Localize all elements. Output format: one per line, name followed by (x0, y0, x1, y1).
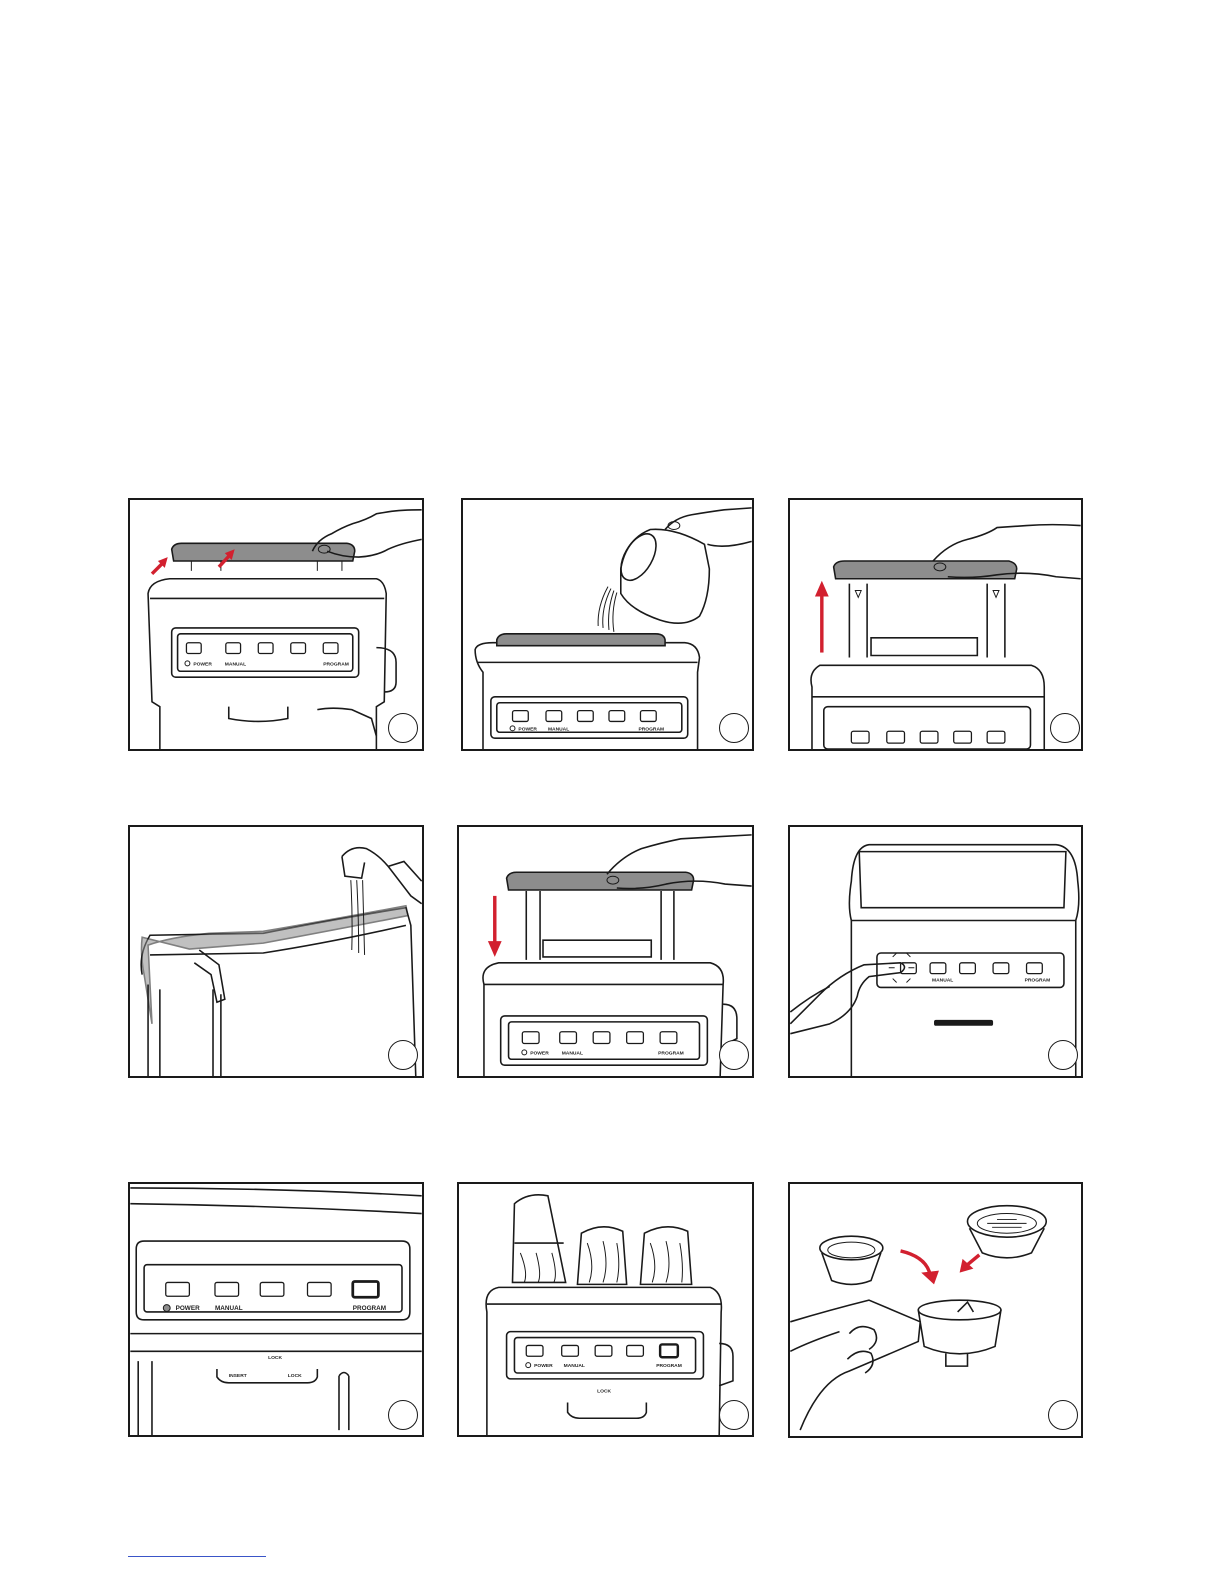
manual-label: MANUAL (225, 661, 246, 667)
figure-panel-1: POWER MANUAL PROGRAM (128, 498, 424, 751)
program-label: PROGRAM (639, 726, 665, 732)
lift-lid-illustration: POWER MANUAL PROGRAM (130, 500, 422, 749)
figure-panel-7: POWER MANUAL PROGRAM LOCK INSERT LOCK (128, 1182, 424, 1437)
step-number-circle (1050, 713, 1080, 743)
step-number-circle (1048, 1040, 1078, 1070)
figure-panel-9 (788, 1182, 1083, 1438)
lock-label-2: LOCK (288, 1373, 302, 1379)
figure-panel-8: POWER MANUAL PROGRAM LOCK (457, 1182, 754, 1437)
figure-panel-5: POWER MANUAL PROGRAM (457, 825, 754, 1078)
manual-label: MANUAL (562, 1050, 583, 1056)
step-number-circle (719, 713, 749, 743)
figure-panel-6: MANUAL PROGRAM (788, 825, 1083, 1078)
figure-panel-4 (128, 825, 424, 1078)
power-label: POWER (518, 726, 537, 732)
insert-label: INSERT (229, 1373, 247, 1379)
step-number-circle (719, 1040, 749, 1070)
power-label: POWER (176, 1305, 200, 1312)
program-label: PROGRAM (323, 661, 349, 667)
lock-label: LOCK (597, 1389, 611, 1395)
program-label: PROGRAM (1025, 978, 1051, 984)
footer-link-underline (128, 1556, 266, 1557)
lower-tank-illustration: POWER MANUAL PROGRAM (459, 827, 752, 1076)
step-number-circle (388, 1040, 418, 1070)
control-panel-closeup-illustration: POWER MANUAL PROGRAM LOCK INSERT LOCK (130, 1184, 422, 1435)
program-label: PROGRAM (353, 1305, 386, 1312)
lift-tank-illustration (790, 500, 1081, 749)
manual-label: MANUAL (548, 726, 569, 732)
press-power-illustration: MANUAL PROGRAM (790, 827, 1081, 1076)
program-label: PROGRAM (656, 1363, 682, 1369)
power-label: POWER (530, 1050, 549, 1056)
figure-panel-3 (788, 498, 1083, 751)
step-number-circle (388, 1400, 418, 1430)
step-number-circle (1048, 1400, 1078, 1430)
lock-label: LOCK (268, 1355, 282, 1361)
power-label: POWER (193, 661, 212, 667)
insert-filter-illustration (790, 1184, 1081, 1436)
figure-panel-2: POWER MANUAL PROGRAM (461, 498, 754, 751)
rinse-tank-illustration (130, 827, 422, 1076)
pour-water-illustration: POWER MANUAL PROGRAM (463, 500, 752, 749)
manual-label: MANUAL (564, 1363, 585, 1369)
manual-label: MANUAL (215, 1305, 243, 1312)
cups-on-warmer-illustration: POWER MANUAL PROGRAM LOCK (459, 1184, 752, 1435)
power-label: POWER (534, 1363, 553, 1369)
program-label: PROGRAM (658, 1050, 684, 1056)
manual-label: MANUAL (932, 978, 953, 984)
step-number-circle (719, 1400, 749, 1430)
step-number-circle (388, 713, 418, 743)
